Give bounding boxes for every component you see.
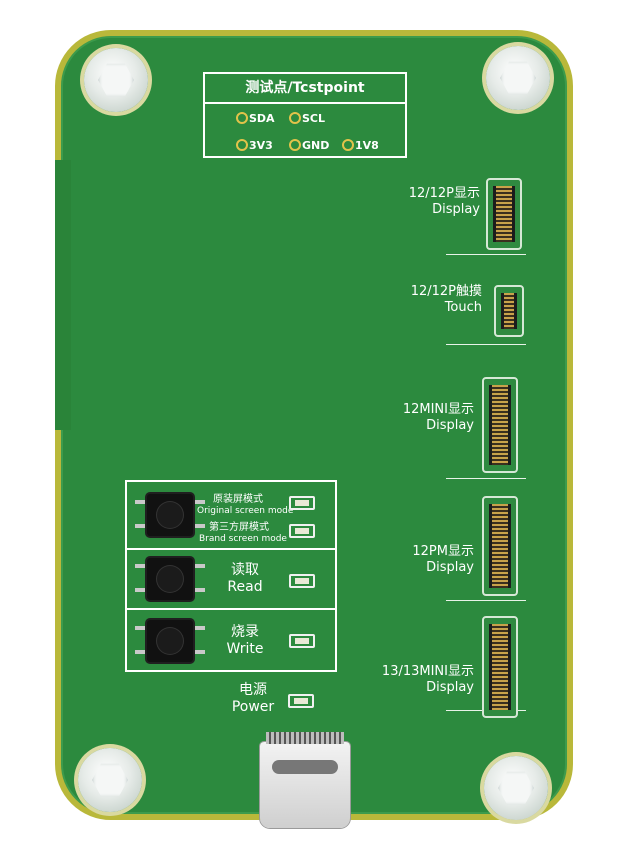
board-edge-notch — [55, 160, 71, 430]
mode-brand-led-icon — [289, 524, 315, 538]
test-pad-1v8[interactable]: 1V8 — [342, 139, 379, 153]
power-led-icon — [288, 694, 314, 708]
panel-divider — [127, 548, 335, 550]
standoff-top-right — [486, 46, 550, 110]
read-button[interactable] — [147, 558, 193, 600]
connector-12mini-display[interactable] — [482, 377, 518, 473]
panel-divider — [127, 608, 335, 610]
connector-divider — [446, 478, 526, 479]
connector-12pm-display-label: 12PM显示 Display — [412, 544, 474, 575]
test-pad-3v3[interactable]: 3V3 — [236, 139, 273, 153]
test-pad-scl[interactable]: SCL — [289, 112, 325, 126]
test-point-box: 测试点/Tcstpoint SDA SCL 3V3 GND 1V8 — [203, 72, 407, 158]
mode-original-zh: 原装屏模式 — [213, 494, 263, 505]
mode-original-led-icon — [289, 496, 315, 510]
pad-ring-icon — [236, 112, 248, 124]
test-point-title: 测试点/Tcstpoint — [205, 74, 405, 104]
connector-divider — [446, 254, 526, 255]
power-label: 电源 Power — [231, 682, 275, 715]
connector-12-display-label: 12/12P显示 Display — [408, 186, 480, 217]
connector-12mini-display-label: 12MINI显示 Display — [402, 402, 474, 433]
mode-switch-button[interactable] — [147, 494, 193, 536]
connector-13mini-display-label: 13/13MINI显示 Display — [381, 664, 474, 695]
write-button[interactable] — [147, 620, 193, 662]
read-led-icon — [289, 574, 315, 588]
write-label: 烧录 Write — [226, 624, 264, 657]
connector-12-display[interactable] — [486, 178, 522, 250]
connector-divider — [446, 600, 526, 601]
connector-12pm-display[interactable] — [482, 496, 518, 596]
test-pad-gnd[interactable]: GND — [289, 139, 329, 153]
mode-original-en: Original screen mode — [197, 506, 294, 516]
standoff-top-left — [84, 48, 148, 112]
mode-brand-en: Brand screen mode — [199, 534, 287, 544]
connector-12-touch-label: 12/12P触摸 Touch — [410, 284, 482, 315]
standoff-bottom-right — [484, 756, 548, 820]
pad-ring-icon — [342, 139, 354, 151]
pad-ring-icon — [289, 139, 301, 151]
standoff-bottom-left — [78, 748, 142, 812]
test-pad-sda[interactable]: SDA — [236, 112, 275, 126]
connector-divider — [446, 344, 526, 345]
write-led-icon — [289, 634, 315, 648]
usb-c-port[interactable] — [260, 732, 350, 828]
pad-ring-icon — [289, 112, 301, 124]
pad-ring-icon — [236, 139, 248, 151]
connector-12-touch[interactable] — [494, 285, 524, 337]
connector-13mini-display[interactable] — [482, 616, 518, 718]
control-panel: 原装屏模式 Original screen mode 第三方屏模式 Brand … — [125, 480, 337, 672]
mode-brand-zh: 第三方屏模式 — [209, 522, 269, 533]
read-label: 读取 Read — [227, 562, 263, 595]
